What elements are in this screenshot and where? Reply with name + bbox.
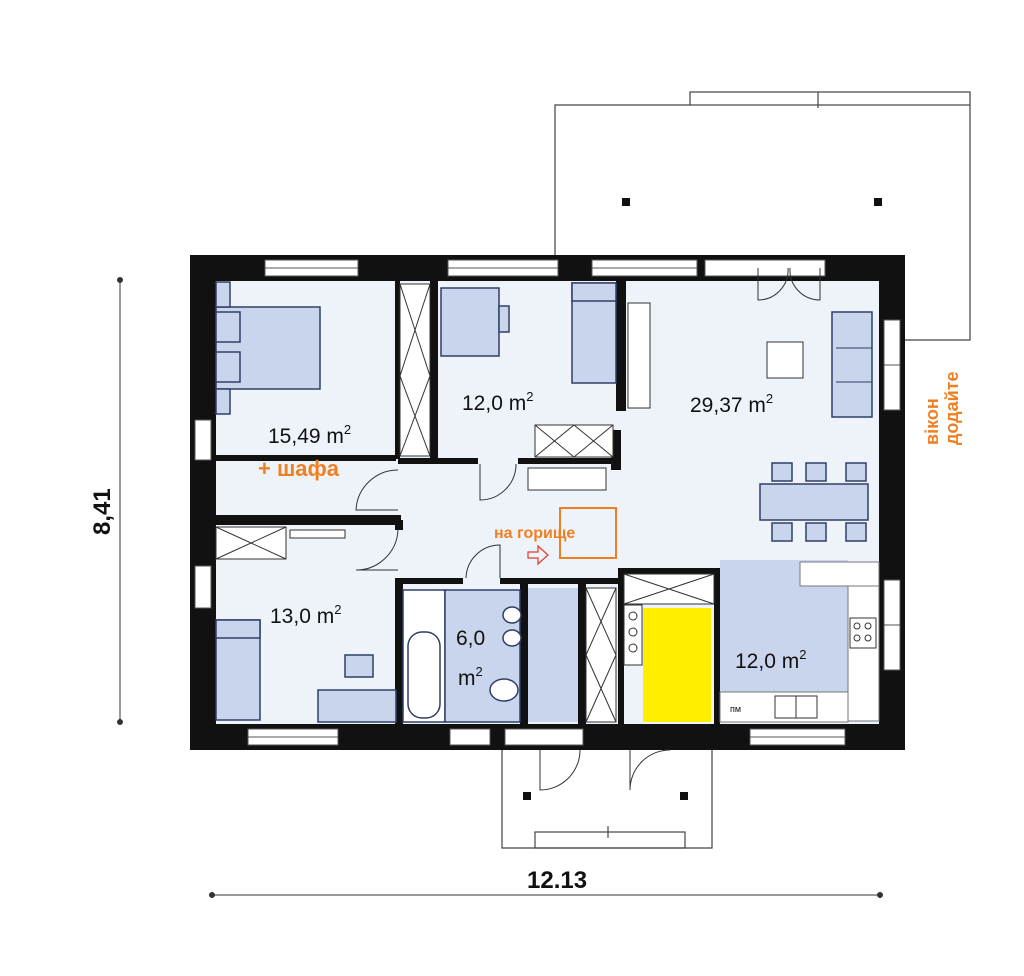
windows-annotation-line1: вікон [922,398,942,445]
attic-annotation: на горище [494,525,575,542]
wardrobe-3 [215,526,346,560]
dining-table [759,462,869,542]
room-area-living: 29,37 m2 [690,391,773,417]
room-area-kitchen: 12,0 m2 [735,647,806,673]
bathroom-fixtures [402,589,522,723]
dimension-width-line [209,892,883,898]
column-marker [874,198,882,206]
dimension-height-line [117,277,123,725]
windows-annotation-line2: додайте [942,371,962,445]
attic-hatch [559,507,617,559]
wardrobe-4 [585,587,617,723]
dimension-width: 12.13 [527,867,587,894]
terrace-outline [554,91,971,341]
kitchen-fixtures [719,560,880,723]
column-marker [680,792,688,800]
interior-walls [216,281,720,724]
room-unit-bathroom: m2 [458,664,483,690]
bed-single [215,619,397,723]
column-marker [523,792,531,800]
living-furniture [527,302,873,491]
wardrobe-annotation: + шафа [258,456,340,481]
doors [355,267,821,791]
bed-double [215,281,321,415]
study-furniture [440,282,617,384]
room-area-study: 12,0 m2 [462,389,533,415]
room-area-bedroom-1: 15,49 m2 [268,422,351,448]
room-area-bedroom-2: 13,0 m2 [270,602,341,628]
attic-arrow-icon [527,544,549,566]
wardrobe-1 [399,283,431,457]
hall-cabinet [528,588,578,722]
dimension-height: 8,41 [89,488,116,535]
storage-room [623,573,715,722]
column-marker [622,198,630,206]
porch-outline [501,750,713,849]
pm-label: пм [730,704,741,714]
wardrobe-2 [534,424,614,458]
room-area-bathroom: 6,0 [456,627,485,650]
